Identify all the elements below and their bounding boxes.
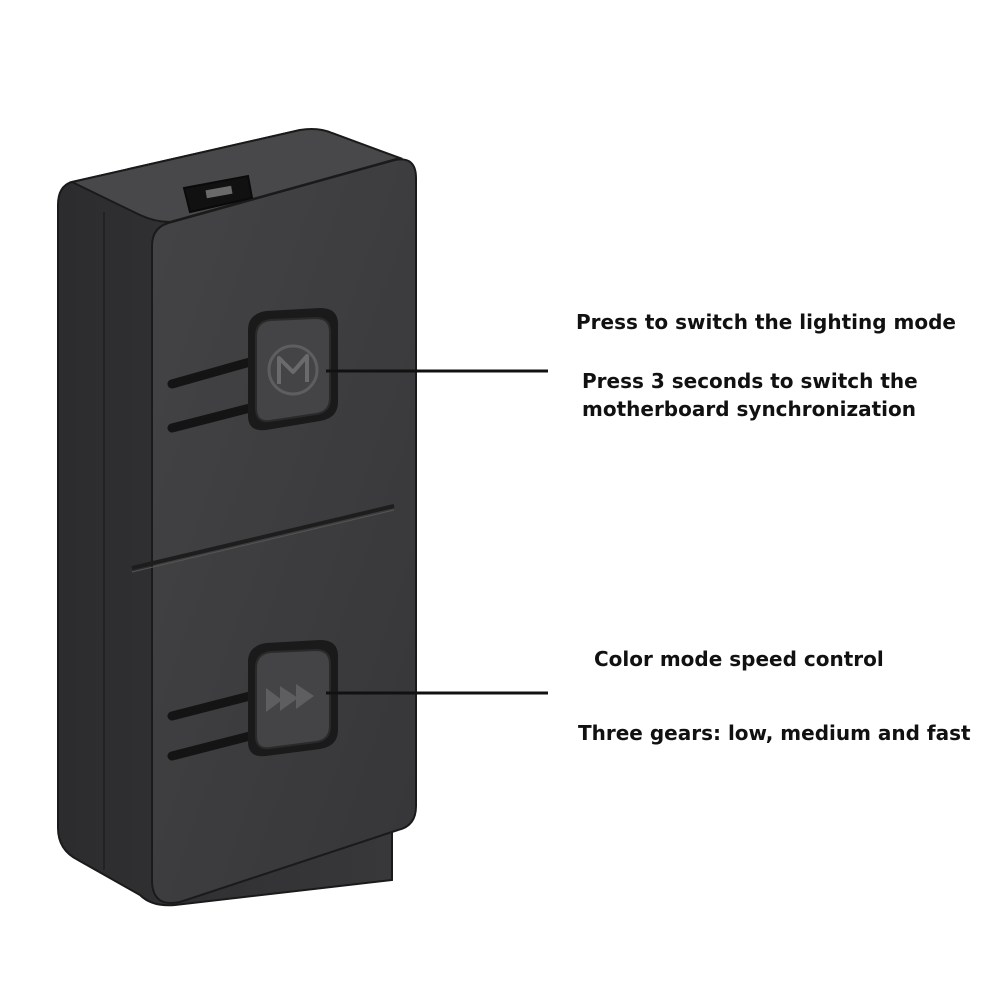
mode-button[interactable] xyxy=(255,316,331,423)
mode-button-detail-line1: Press 3 seconds to switch the xyxy=(582,369,918,393)
speed-button-detail: Three gears: low, medium and fast xyxy=(578,721,971,745)
mode-slot-lines xyxy=(167,357,255,433)
speed-button[interactable] xyxy=(255,648,331,750)
connector-port-icon xyxy=(182,174,254,214)
speed-button-title: Color mode speed control xyxy=(594,647,884,671)
speed-slot-lines xyxy=(167,691,255,761)
mode-button-detail-line2: motherboard synchronization xyxy=(582,397,917,421)
mode-button-title: Press to switch the lighting mode xyxy=(576,310,956,334)
fast-forward-icon xyxy=(266,684,314,712)
device-top xyxy=(69,128,404,224)
m-letter-icon xyxy=(267,344,319,396)
middle-groove xyxy=(131,504,395,570)
